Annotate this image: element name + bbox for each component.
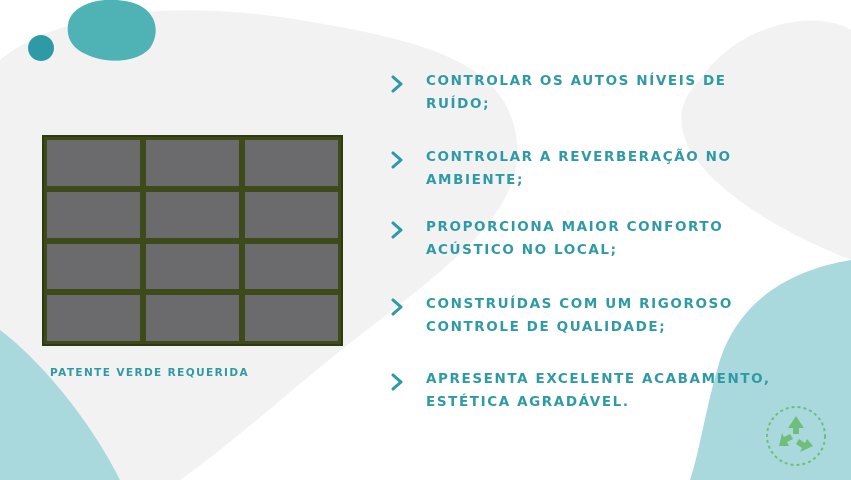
- panel-tile: [146, 243, 239, 290]
- item-line: PROPORCIONA MAIOR CONFORTO: [426, 219, 724, 235]
- panel-tile: [245, 243, 338, 290]
- chevron-right-icon: [391, 75, 403, 93]
- item-line: ESTÉTICA AGRADÁVEL.: [426, 394, 630, 410]
- teal-blob-bottom-left: [0, 330, 120, 480]
- panel-tile: [47, 243, 140, 290]
- acoustic-panel-image: [42, 135, 343, 346]
- item-line: AMBIENTE;: [426, 172, 524, 188]
- teal-blob-top: [67, 0, 156, 61]
- item-text: CONTROLAR OS AUTOS NÍVEIS DE RUÍDO;: [426, 70, 727, 116]
- panel-tile: [146, 140, 239, 186]
- gray-blob-right: [681, 20, 851, 261]
- teal-dot: [28, 35, 54, 61]
- recycle-logo-icon: [766, 406, 826, 466]
- chevron-right-icon: [391, 221, 403, 239]
- item-line: CONSTRUÍDAS COM UM RIGOROSO: [426, 296, 733, 312]
- item-line: ACÚSTICO NO LOCAL;: [426, 242, 618, 258]
- panel-caption: PATENTE VERDE REQUERIDA: [50, 367, 250, 379]
- panel-tile: [47, 140, 140, 186]
- item-line: CONTROLE DE QUALIDADE;: [426, 319, 667, 335]
- panel-tile: [245, 295, 338, 341]
- teal-blob-bottom-right: [690, 260, 851, 480]
- chevron-right-icon: [391, 373, 403, 391]
- item-text: PROPORCIONA MAIOR CONFORTO ACÚSTICO NO L…: [426, 216, 723, 262]
- panel-tile: [146, 191, 239, 238]
- item-text: CONTROLAR A REVERBERAÇÃO NO AMBIENTE;: [426, 146, 732, 192]
- chevron-right-icon: [391, 151, 403, 169]
- panel-tile: [47, 295, 140, 341]
- chevron-right-icon: [391, 298, 403, 316]
- item-text: CONSTRUÍDAS COM UM RIGOROSO CONTROLE DE …: [426, 293, 733, 339]
- item-line: CONTROLAR OS AUTOS NÍVEIS DE: [426, 73, 727, 89]
- panel-tile: [245, 140, 338, 186]
- item-text: APRESENTA EXCELENTE ACABAMENTO, ESTÉTICA…: [426, 368, 771, 414]
- item-line: APRESENTA EXCELENTE ACABAMENTO,: [426, 371, 771, 387]
- item-line: RUÍDO;: [426, 96, 491, 112]
- panel-tile: [245, 191, 338, 238]
- item-line: CONTROLAR A REVERBERAÇÃO NO: [426, 149, 732, 165]
- panel-tile: [47, 191, 140, 238]
- panel-tile: [146, 295, 239, 341]
